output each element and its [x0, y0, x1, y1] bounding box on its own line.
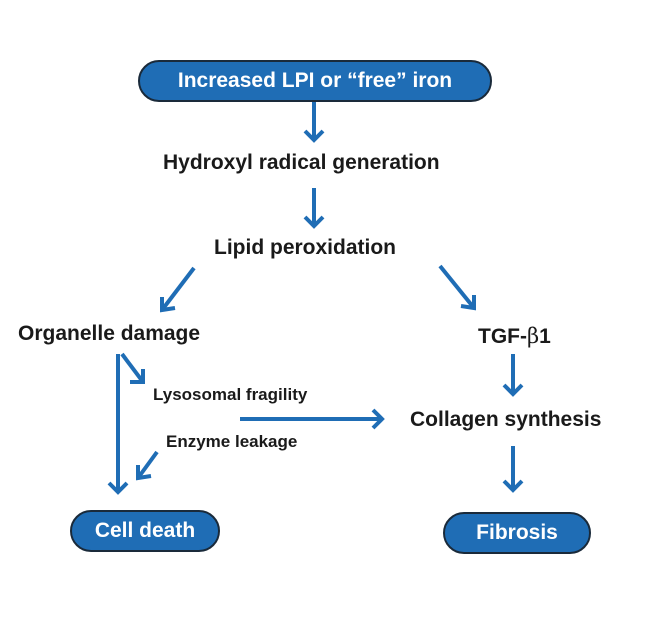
arrow-lipid-to-tgf — [438, 264, 476, 311]
start-node: Increased LPI or “free” iron — [138, 60, 492, 102]
arrow-organelle-to-lysosomal — [120, 352, 145, 384]
start-node-label: Increased LPI or “free” iron — [177, 69, 453, 92]
cell-death-label: Cell death — [94, 519, 196, 542]
arrow-lysosomal-to-collagen — [240, 408, 385, 430]
fibrosis-label: Fibrosis — [476, 521, 558, 544]
tgf-greek: β — [526, 324, 540, 348]
arrow-collagen-to-fibrosis — [502, 446, 524, 493]
lysosomal-fragility-label: Lysosomal fragility — [153, 385, 308, 404]
arrow-enzyme-to-cell-death — [136, 450, 159, 481]
cell-death-node: Cell death — [70, 510, 220, 552]
arrow-lipid-to-organelle — [160, 266, 196, 313]
fibrosis-node: Fibrosis — [443, 512, 591, 554]
enzyme-leakage-label: Enzyme leakage — [166, 432, 298, 451]
arrow-tgf-to-collagen — [502, 354, 524, 397]
arrow-hydroxyl-to-lipid — [303, 188, 325, 229]
tgf-beta1-label: TGF-β1 — [478, 324, 551, 349]
collagen-synthesis-label: Collagen synthesis — [410, 408, 602, 431]
hydroxyl-radical-label: Hydroxyl radical generation — [163, 151, 440, 174]
arrow-organelle-to-cell-death — [107, 354, 129, 495]
organelle-damage-label: Organelle damage — [18, 322, 201, 345]
arrow-start-to-hydroxyl — [303, 102, 325, 143]
tgf-suffix: 1 — [539, 325, 551, 348]
lipid-peroxidation-label: Lipid peroxidation — [214, 236, 396, 259]
tgf-prefix: TGF- — [478, 325, 527, 348]
